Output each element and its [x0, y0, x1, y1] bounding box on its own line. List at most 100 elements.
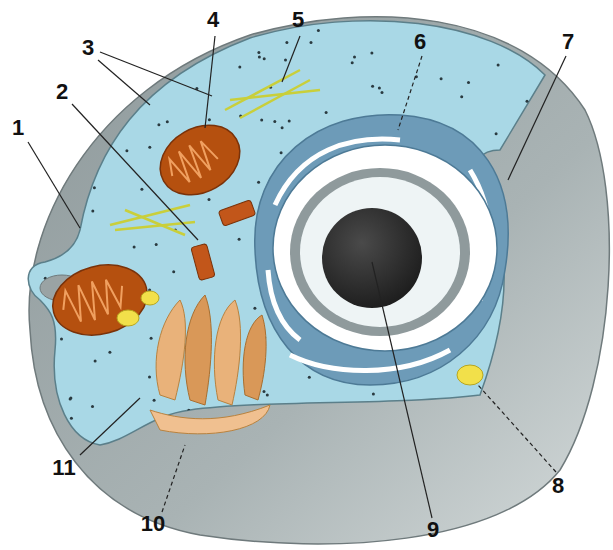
ribosome-dot: [172, 270, 175, 273]
ribosome-dot: [371, 85, 374, 88]
ribosome-dot: [263, 57, 266, 60]
ribosome-dot: [200, 30, 203, 33]
ribosome-dot: [69, 397, 72, 400]
ribosome-dot: [325, 111, 328, 114]
callout-number: 6: [414, 30, 426, 54]
ribosome-dot: [495, 132, 498, 135]
cytoplasm-face: [28, 21, 545, 445]
ribosome-dot: [267, 434, 270, 437]
cell-body: [29, 17, 609, 544]
lysosome: [117, 291, 483, 385]
ribosome-dot: [108, 351, 111, 354]
ribosome-dot: [471, 31, 474, 34]
ribosome-dot: [73, 109, 76, 112]
ribosome-dot: [526, 100, 529, 103]
ribosome-dot: [91, 405, 94, 408]
ribosome-dot: [192, 28, 195, 31]
ribosome-dot: [94, 360, 97, 363]
ribosome-dot: [351, 61, 354, 64]
callout-number: 5: [292, 8, 304, 32]
ribosome-dot: [208, 118, 211, 121]
ribosome-dot: [115, 20, 118, 23]
ribosome-dot: [529, 281, 532, 284]
ribosome-dot: [125, 149, 128, 152]
ribosome-dot: [525, 158, 528, 161]
ribosome-dot: [440, 77, 443, 80]
ribosome-dot: [29, 228, 32, 231]
callout-number: 2: [56, 80, 68, 104]
ribosome-dot: [467, 81, 470, 84]
mitochondrion: [148, 111, 253, 208]
ribosome-dot: [74, 150, 77, 153]
ribosome-dots: [29, 19, 538, 449]
ribosome-dot: [208, 198, 211, 201]
ribosome-dot: [148, 146, 151, 149]
callout-number: 11: [52, 456, 75, 480]
ribosome-dot: [133, 245, 136, 248]
ribosome-dot: [260, 119, 263, 122]
ribosome-dot: [187, 409, 190, 412]
ribosome-dot: [475, 435, 478, 438]
ribosome-dot: [60, 337, 63, 340]
ribosome-dot: [258, 56, 261, 59]
ribosome-dot: [99, 115, 102, 118]
callout-number: 9: [427, 518, 439, 542]
ribosome-dot: [511, 389, 514, 392]
cytoskeleton: [110, 70, 320, 235]
ribosome-dot: [528, 395, 531, 398]
ribosome-dot: [62, 171, 65, 174]
ribosome-dot: [421, 416, 424, 419]
ribosome-dot: [93, 186, 96, 189]
ribosome-dot: [309, 408, 312, 411]
ribosome-dot: [166, 120, 169, 123]
ribosome-dot: [317, 29, 320, 32]
ribosome-dot: [266, 394, 269, 397]
ribosome-dot: [75, 444, 78, 447]
mitochondrion: [45, 255, 155, 346]
centriole: [191, 200, 256, 281]
ribosome-dot: [460, 95, 463, 98]
ribosome-dot: [71, 28, 74, 31]
ribosome-dot: [288, 120, 291, 123]
ribosome-dot: [280, 151, 283, 154]
ribosome-dot: [32, 173, 35, 176]
ribosome-dot: [157, 123, 160, 126]
ribosome-dot: [238, 238, 241, 241]
ribosome-dot: [117, 442, 120, 445]
ribosome-dot: [74, 79, 77, 82]
ribosome-dot: [73, 89, 76, 92]
ribosome-dot: [284, 59, 287, 62]
ribosome-dot: [353, 56, 356, 59]
ribosome-dot: [55, 170, 58, 173]
callout-number: 8: [552, 474, 564, 498]
callout-number: 1: [12, 116, 24, 140]
callout-number: 10: [141, 512, 165, 536]
ribosome-dot: [238, 65, 241, 68]
ribosome-dot: [55, 177, 58, 180]
ribosome-dot: [69, 396, 72, 399]
ribosome-dot: [370, 51, 373, 54]
ribosome-dot: [267, 20, 270, 23]
ribosome-dot: [53, 196, 56, 199]
ribosome-dot: [33, 344, 36, 347]
callout-number: 4: [207, 8, 219, 32]
ribosome-dot: [47, 186, 50, 189]
ribosome-dot: [153, 399, 156, 402]
ribosome-dot: [534, 257, 537, 260]
ribosome-dot: [41, 85, 44, 88]
ribosome-dot: [231, 32, 234, 35]
golgi-apparatus: [150, 295, 270, 434]
ribosome-dot: [116, 35, 119, 38]
ribosome-dot: [70, 417, 73, 420]
ribosome-dot: [308, 376, 311, 379]
ribosome-dot: [114, 19, 117, 22]
ribosome-dot: [312, 444, 315, 447]
ribosome-dot: [490, 426, 493, 429]
leader-lines: [28, 36, 566, 518]
callout-number: 7: [562, 30, 574, 54]
ribosome-dot: [273, 120, 276, 123]
ribosome-dot: [378, 86, 381, 89]
ribosome-dot: [285, 41, 288, 44]
